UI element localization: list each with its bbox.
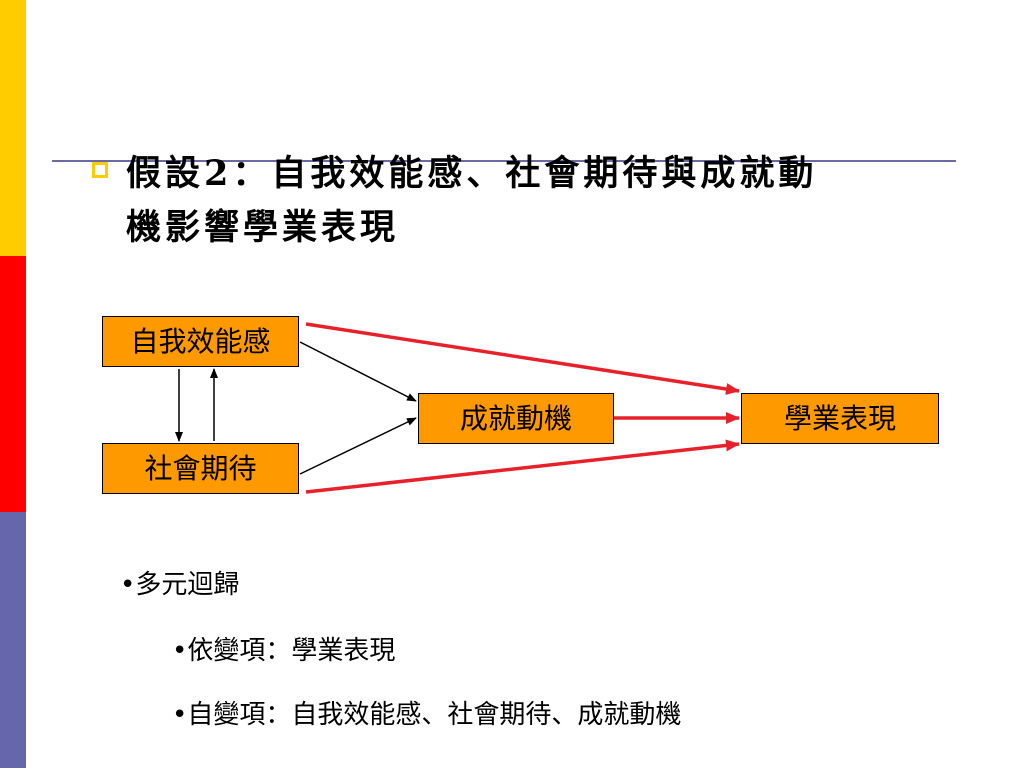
note-dependent-variable: •依變項：學業表現	[172, 636, 396, 666]
note-method: •多元迴歸	[120, 570, 240, 600]
edge-efficacy-to-motivation	[299, 341, 417, 402]
side-bar-yellow	[0, 0, 26, 256]
note-independent-variables: •自變項：自我效能感、社會期待、成就動機	[172, 700, 682, 730]
edge-social-to-performance	[305, 439, 740, 494]
slide-title: 假設2：自我效能感、社會期待與成就動 機影響學業表現	[126, 147, 946, 255]
edge-social-to-motivation	[299, 417, 417, 475]
side-bar-blue	[0, 512, 26, 768]
node-social-expectation: 社會期待	[102, 443, 299, 494]
side-bar-red	[0, 256, 26, 512]
title-rule	[52, 160, 956, 162]
node-achievement-motivation: 成就動機	[418, 393, 614, 444]
node-academic-performance: 學業表現	[741, 393, 939, 444]
slide-title-line-2: 機影響學業表現	[126, 207, 400, 248]
node-self-efficacy: 自我效能感	[102, 316, 299, 367]
slide-title-line-1: 假設2：自我效能感、社會期待與成就動	[126, 153, 818, 194]
edge-efficacy-to-performance	[305, 322, 740, 395]
square-bullet-icon	[92, 162, 108, 178]
